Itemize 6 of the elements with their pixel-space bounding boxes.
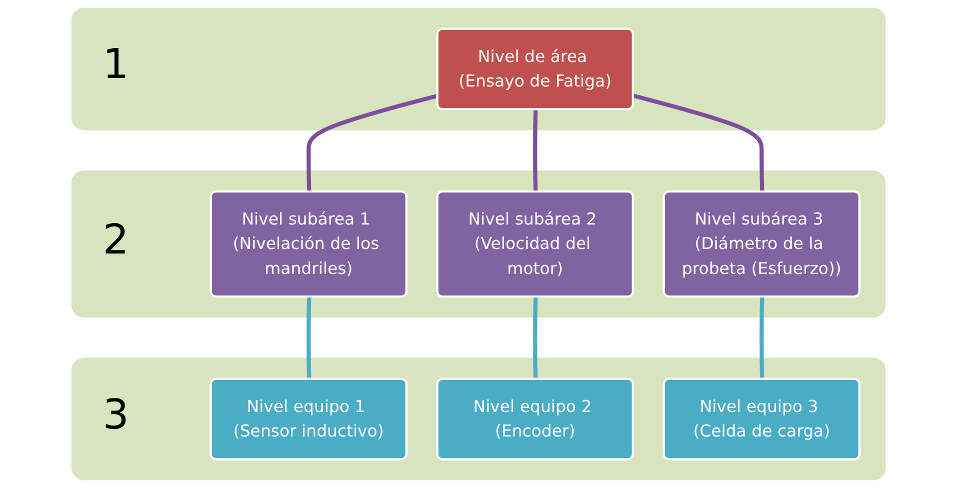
connector bbox=[632, 94, 764, 192]
connector bbox=[533, 110, 538, 192]
connector bbox=[760, 296, 764, 380]
connector bbox=[306, 94, 438, 192]
connector bbox=[306, 296, 312, 380]
connector bbox=[533, 296, 538, 380]
